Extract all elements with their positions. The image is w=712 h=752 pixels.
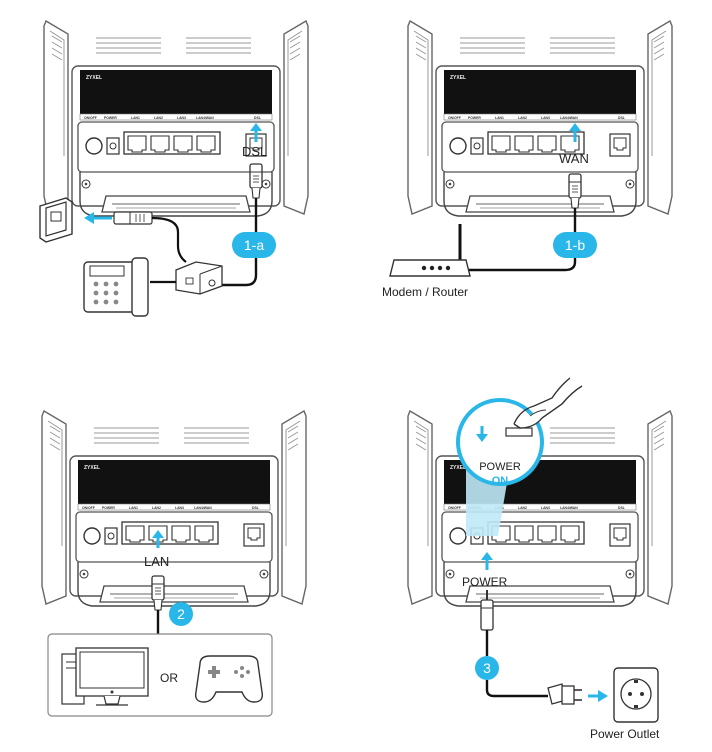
step-label-2: 2 [177,606,185,622]
step-label-1a: 1-a [244,237,264,253]
modem-router-icon [389,224,471,277]
step-label-1b: 1-b [565,237,585,253]
phone-plug-icon [113,211,153,225]
power-port-label: POWER [462,575,508,589]
panel-dsl: DSL 1-a [39,20,309,317]
callout-on-label: ON [492,475,509,487]
wall-phone-jack-icon [39,197,73,243]
step-badge-1a: 1-a [232,232,276,258]
router-back-panel-2 [41,410,307,607]
power-outlet-icon [613,667,659,723]
callout-power-label: POWER [479,461,521,473]
step-label-3: 3 [483,660,491,676]
lan-port-label: LAN [144,554,169,569]
game-controller-icon [194,655,264,703]
press-arrow-icon [476,434,488,442]
splitter-icon [175,261,223,295]
step-badge-2: 2 [169,602,193,626]
wan-port-label: WAN [559,151,589,166]
router-back-panel-1a [43,20,309,217]
step-badge-1b: 1-b [553,232,597,258]
finger-press-icon [505,377,583,437]
power-outlet-label: Power Outlet [590,727,660,741]
panel-lan: LAN 2 OR [41,410,307,717]
step-badge-3: 3 [475,656,499,680]
dsl-port-label: DSL [242,144,267,159]
lan-plug-icon [151,575,165,611]
panel-power: POWER ON POWER 3 [407,377,673,741]
modem-router-label: Modem / Router [382,285,468,299]
mains-plug-icon [547,683,582,705]
or-text: OR [160,671,178,685]
router-back-panel-1b [407,20,673,217]
panel-wan: WAN 1-b Modem / Router [382,20,673,299]
computer-icon [61,647,149,706]
telephone-icon [83,257,149,317]
